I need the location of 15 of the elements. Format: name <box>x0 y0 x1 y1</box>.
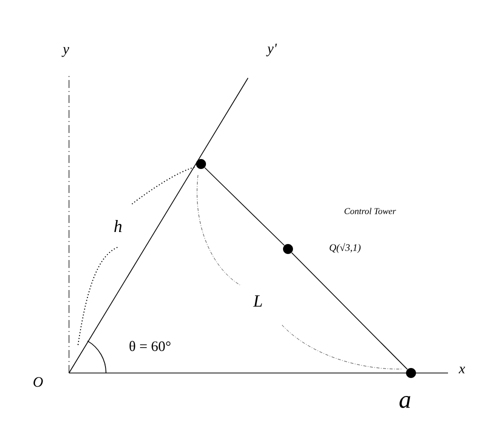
line-segment <box>204 167 285 246</box>
axis-label: y' <box>266 44 277 56</box>
axis-label: θ = 60° <box>130 340 170 352</box>
point-dot <box>283 244 293 254</box>
axis-label: y <box>62 47 70 57</box>
point-label: Control Tower <box>344 208 396 214</box>
axis-label: O <box>34 377 43 387</box>
point-label: Q(√3,1) <box>330 243 361 253</box>
line-segment <box>291 252 408 370</box>
axis-label: L <box>253 295 262 307</box>
axis-label: h <box>114 220 122 232</box>
point-label: a <box>400 396 410 408</box>
axis-label: x <box>458 366 466 374</box>
point-dot <box>196 159 206 169</box>
point-dot <box>406 368 416 378</box>
